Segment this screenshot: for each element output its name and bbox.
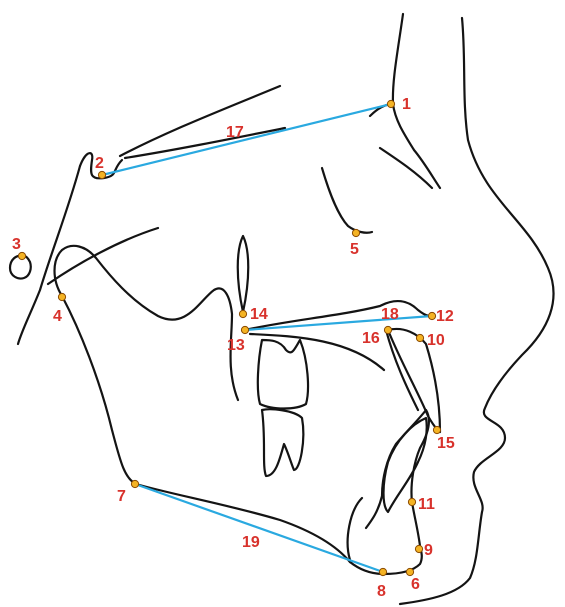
upper-incisor-root [386,330,418,410]
landmark-point-3 [18,252,25,259]
line-label-18: 18 [381,306,399,323]
landmark-label-2: 2 [95,155,104,172]
nasal-contour [380,148,432,188]
landmark-label-3: 3 [12,236,21,253]
landmark-label-14: 14 [250,306,268,323]
landmark-point-16 [384,326,391,333]
landmark-point-15 [433,426,440,433]
landmark-point-7 [131,480,138,487]
landmark-point-13 [241,326,248,333]
orbit-lateral [322,168,372,233]
landmark-point-14 [239,310,246,317]
upper-molar [258,340,308,409]
landmark-point-4 [58,293,65,300]
landmark-label-15: 15 [437,435,455,452]
landmark-label-10: 10 [427,332,445,349]
landmark-label-12: 12 [436,308,454,325]
skull-tracing [10,14,554,604]
landmark-label-8: 8 [377,583,386,600]
landmark-label-7: 7 [117,488,126,505]
palate [245,301,432,330]
orbit-lower [125,128,285,158]
pterygomaxillary-fissure [238,236,249,312]
landmark-label-9: 9 [424,542,433,559]
line-label-19: 19 [242,534,260,551]
landmark-label-11: 11 [418,496,435,513]
measurement-line-19 [135,484,383,572]
ramus-posterior [62,296,350,562]
lower-molar [262,409,303,476]
soft-tissue-profile [400,18,554,604]
measurement-line-18 [245,316,432,330]
mandible-outline [55,246,239,400]
measurement-lines [102,104,432,572]
landmark-point-8 [379,568,386,575]
landmark-point-1 [387,100,394,107]
landmark-label-4: 4 [53,308,62,325]
landmark-label-13: 13 [227,337,245,354]
landmark-label-6: 6 [411,576,420,593]
landmark-point-2 [98,171,105,178]
landmark-point-10 [416,334,423,341]
clivus [18,166,80,344]
landmark-point-6 [406,568,413,575]
landmark-point-11 [408,498,415,505]
landmark-label-5: 5 [350,241,359,258]
measurement-line-17 [102,104,391,175]
landmark-label-16: 16 [362,330,380,347]
landmark-point-5 [352,229,359,236]
line-label-17: 17 [226,124,244,141]
cranial-base-line [48,228,158,284]
landmark-label-1: 1 [402,96,411,113]
landmark-point-12 [428,312,435,319]
mandible-inner [348,498,362,560]
landmark-point-9 [415,545,422,552]
